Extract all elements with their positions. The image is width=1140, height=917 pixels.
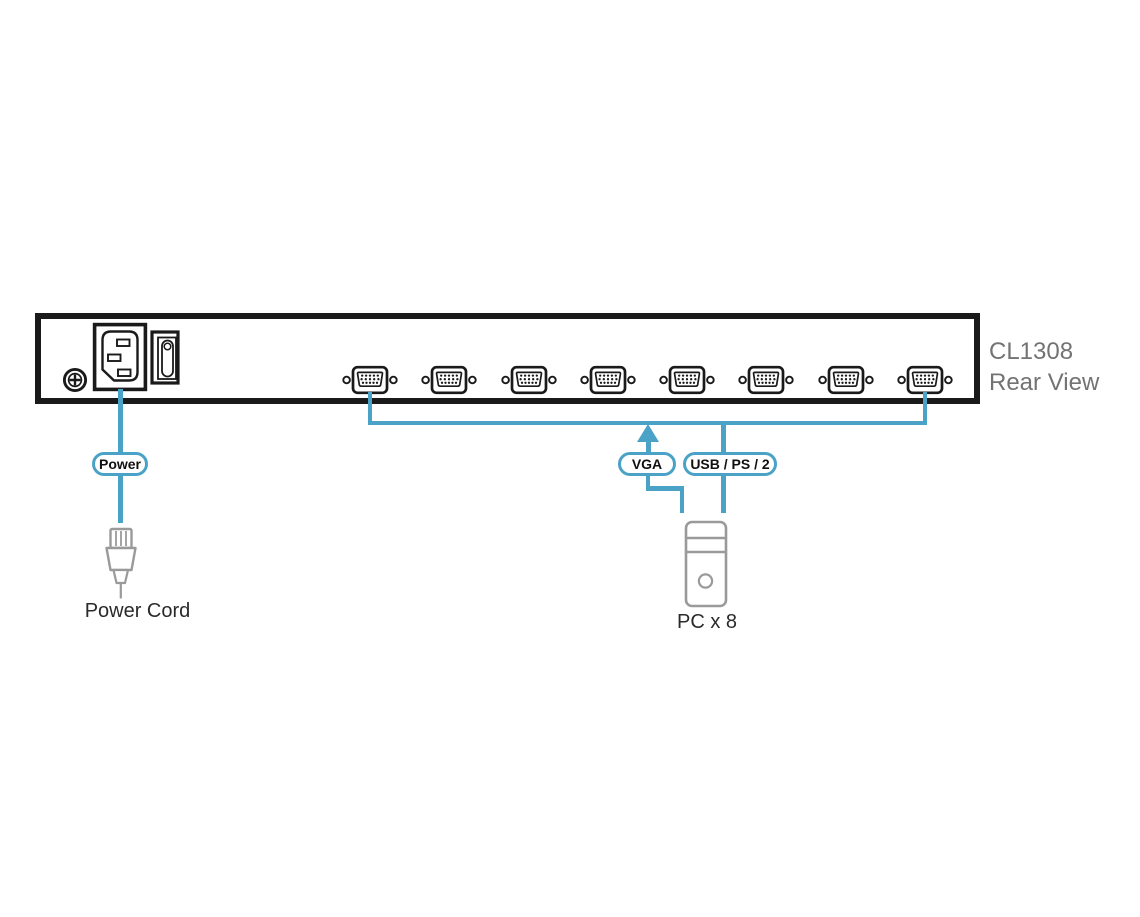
usb-ps2-callout-pill: USB / PS / 2 xyxy=(683,452,777,476)
vga-port-icon xyxy=(659,365,715,395)
vga-port-icon xyxy=(580,365,636,395)
vga-callout-pill: VGA xyxy=(618,452,676,476)
power-callout-label: Power xyxy=(98,456,141,472)
vga-bus-line xyxy=(367,420,928,425)
vga-elbow-line xyxy=(679,486,685,513)
vga-port-icon xyxy=(738,365,795,395)
kvm-rear-panel xyxy=(35,313,980,404)
pc-label: PC x 8 xyxy=(676,611,738,633)
diagram-title: CL1308 Rear View xyxy=(989,336,1099,398)
power-cord-icon xyxy=(104,526,138,600)
vga-callout-label: VGA xyxy=(631,456,663,472)
vga-port-icon xyxy=(818,365,874,395)
power-cord-label: Power Cord xyxy=(84,600,191,622)
vga-port-icon xyxy=(342,365,398,395)
vga-arrow-shaft xyxy=(645,440,651,454)
vga-elbow-line xyxy=(645,474,651,489)
vga-elbow-line xyxy=(645,486,685,491)
power-socket-icon xyxy=(92,322,148,392)
vga-port-icon xyxy=(421,365,477,395)
pc-icon xyxy=(683,519,729,609)
vga-arrow-up-icon xyxy=(637,424,659,442)
vga-port-icon xyxy=(500,365,557,395)
grounding-screw-icon xyxy=(62,367,88,393)
view-name: Rear View xyxy=(989,369,1100,396)
power-callout-pill: Power xyxy=(92,452,148,476)
vga-bus-right-stub xyxy=(922,392,928,423)
model-name: CL1308 xyxy=(989,338,1074,365)
vga-port-icon xyxy=(897,365,953,395)
vga-bus-left-stub xyxy=(367,392,373,423)
usb-ps2-callout-label: USB / PS / 2 xyxy=(690,456,770,472)
power-switch-icon xyxy=(150,330,180,385)
